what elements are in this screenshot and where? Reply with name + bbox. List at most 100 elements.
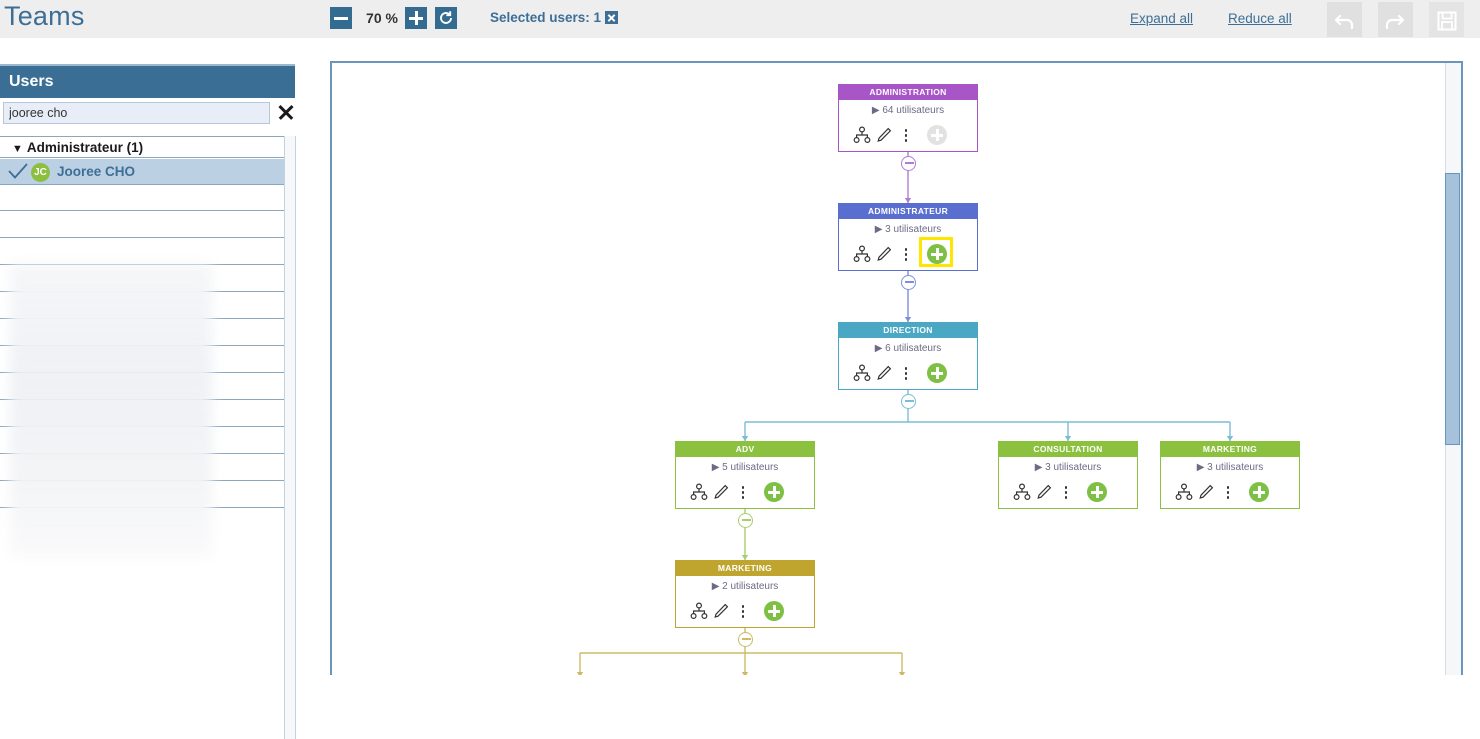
- more-menu-icon[interactable]: [897, 126, 915, 144]
- save-button[interactable]: [1429, 2, 1464, 37]
- chevron-down-icon: ▼: [12, 143, 23, 155]
- org-node-administrateur[interactable]: ADMINISTRATEUR ▶ 3 utilisateurs: [838, 203, 978, 271]
- more-menu-icon[interactable]: [734, 483, 752, 501]
- group-header-administrateur[interactable]: ▼Administrateur (1): [0, 136, 285, 158]
- node-title: ADV: [676, 442, 814, 457]
- add-node-icon[interactable]: [927, 244, 947, 264]
- more-menu-icon[interactable]: [1219, 483, 1237, 501]
- page-title: Teams: [4, 1, 85, 31]
- clear-selection-icon[interactable]: [605, 11, 619, 24]
- collapse-toggle[interactable]: [900, 155, 916, 171]
- list-item[interactable]: [0, 185, 285, 211]
- top-toolbar: Teams 70 % Selected users: 1 Expand all …: [0, 0, 1480, 38]
- add-node-icon[interactable]: [1087, 482, 1107, 502]
- undo-button[interactable]: [1327, 2, 1362, 37]
- org-tree-icon[interactable]: [853, 126, 871, 144]
- org-node-consultation[interactable]: CONSULTATION▶ 3 utilisateurs: [998, 441, 1138, 509]
- reduce-all-link[interactable]: Reduce all: [1228, 11, 1292, 26]
- list-item[interactable]: [0, 374, 285, 400]
- canvas-scrollbar-track[interactable]: [1445, 63, 1461, 675]
- edit-pencil-icon[interactable]: [875, 364, 893, 382]
- list-item[interactable]: [0, 428, 285, 454]
- list-item[interactable]: [0, 320, 285, 346]
- org-node-marketing-top[interactable]: MARKETING ▶ 3 utilisateurs: [1160, 441, 1300, 509]
- selected-users-status: Selected users: 1: [490, 10, 619, 25]
- list-item-user[interactable]: JC Jooree CHO: [0, 159, 285, 185]
- list-item[interactable]: [0, 401, 285, 427]
- node-user-count[interactable]: ▶ 6 utilisateurs: [874, 343, 942, 354]
- list-item[interactable]: [0, 482, 285, 508]
- org-tree-icon[interactable]: [853, 245, 871, 263]
- add-node-icon[interactable]: [764, 601, 784, 621]
- node-user-count[interactable]: ▶ 3 utilisateurs: [1196, 462, 1264, 473]
- group-label: Administrateur (1): [26, 140, 144, 155]
- add-node-icon[interactable]: [927, 363, 947, 383]
- node-actions: [676, 598, 814, 627]
- collapse-toggle[interactable]: [737, 631, 753, 647]
- avatar: JC: [31, 163, 50, 182]
- clear-search-icon[interactable]: [276, 103, 295, 122]
- list-item[interactable]: [0, 239, 285, 265]
- sidebar-scrollbar[interactable]: [284, 136, 296, 739]
- zoom-in-button[interactable]: [405, 7, 427, 29]
- edit-pencil-icon[interactable]: [712, 483, 730, 501]
- list-item[interactable]: [0, 266, 285, 292]
- expand-all-link[interactable]: Expand all: [1130, 11, 1194, 26]
- user-name-label: Jooree CHO: [57, 164, 136, 179]
- org-tree-icon[interactable]: [853, 364, 871, 382]
- collapse-toggle[interactable]: [900, 274, 916, 290]
- edit-pencil-icon[interactable]: [875, 126, 893, 144]
- node-actions: [999, 479, 1137, 508]
- more-menu-icon[interactable]: [897, 364, 915, 382]
- zoom-out-button[interactable]: [330, 7, 352, 29]
- add-node-icon[interactable]: [764, 482, 784, 502]
- node-title: ADMINISTRATION: [839, 85, 977, 100]
- more-menu-icon[interactable]: [897, 245, 915, 263]
- node-title: MARKETING: [676, 561, 814, 576]
- selected-users-label: Selected users: 1: [490, 10, 602, 25]
- org-node-direction[interactable]: DIRECTION▶ 6 utilisateurs: [838, 322, 978, 390]
- node-actions: [1161, 479, 1299, 508]
- node-user-count[interactable]: ▶ 3 utilisateurs: [1034, 462, 1102, 473]
- more-menu-icon[interactable]: [1057, 483, 1075, 501]
- redo-button[interactable]: [1378, 2, 1413, 37]
- canvas-scrollbar-thumb[interactable]: [1445, 173, 1460, 445]
- org-node-adv[interactable]: ADV ▶ 5 utilisateurs: [675, 441, 815, 509]
- org-tree-icon[interactable]: [690, 602, 708, 620]
- org-tree-icon[interactable]: [690, 483, 708, 501]
- list-item[interactable]: [0, 212, 285, 238]
- edit-pencil-icon[interactable]: [875, 245, 893, 263]
- org-node-administration[interactable]: ADMINISTRATION ▶ 64 utilisateurs: [838, 84, 978, 152]
- collapse-toggle[interactable]: [737, 512, 753, 528]
- connector-lines: [576, 151, 1234, 675]
- node-title: ADMINISTRATEUR: [839, 204, 977, 219]
- edit-pencil-icon[interactable]: [1197, 483, 1215, 501]
- node-user-count[interactable]: ▶ 5 utilisateurs: [711, 462, 779, 473]
- zoom-reset-button[interactable]: [435, 7, 457, 29]
- redo-icon: [1385, 14, 1404, 29]
- add-node-icon[interactable]: [1249, 482, 1269, 502]
- node-user-count[interactable]: ▶ 2 utilisateurs: [711, 581, 779, 592]
- search-input[interactable]: [3, 102, 270, 124]
- org-tree-icon[interactable]: [1013, 483, 1031, 501]
- list-item[interactable]: [0, 293, 285, 319]
- edit-pencil-icon[interactable]: [1035, 483, 1053, 501]
- sidebar-header: Users: [0, 64, 295, 98]
- list-item[interactable]: [0, 455, 285, 481]
- users-sidebar: Users ▼Administrateur (1) JC Jooree CHO: [0, 64, 296, 739]
- list-item[interactable]: [0, 347, 285, 373]
- more-menu-icon[interactable]: [734, 602, 752, 620]
- collapse-toggle[interactable]: [900, 393, 916, 409]
- node-user-count[interactable]: ▶ 64 utilisateurs: [871, 105, 945, 116]
- node-actions: [839, 360, 977, 389]
- org-tree-icon[interactable]: [1175, 483, 1193, 501]
- node-title: MARKETING: [1161, 442, 1299, 457]
- add-node-icon: [927, 125, 947, 145]
- undo-icon: [1334, 14, 1353, 29]
- org-node-marketing-sub[interactable]: MARKETING ▶ 2 utilisateurs: [675, 560, 815, 628]
- check-icon: [8, 163, 28, 179]
- edit-pencil-icon[interactable]: [712, 602, 730, 620]
- node-user-count[interactable]: ▶ 3 utilisateurs: [874, 224, 942, 235]
- reset-icon: [440, 11, 452, 24]
